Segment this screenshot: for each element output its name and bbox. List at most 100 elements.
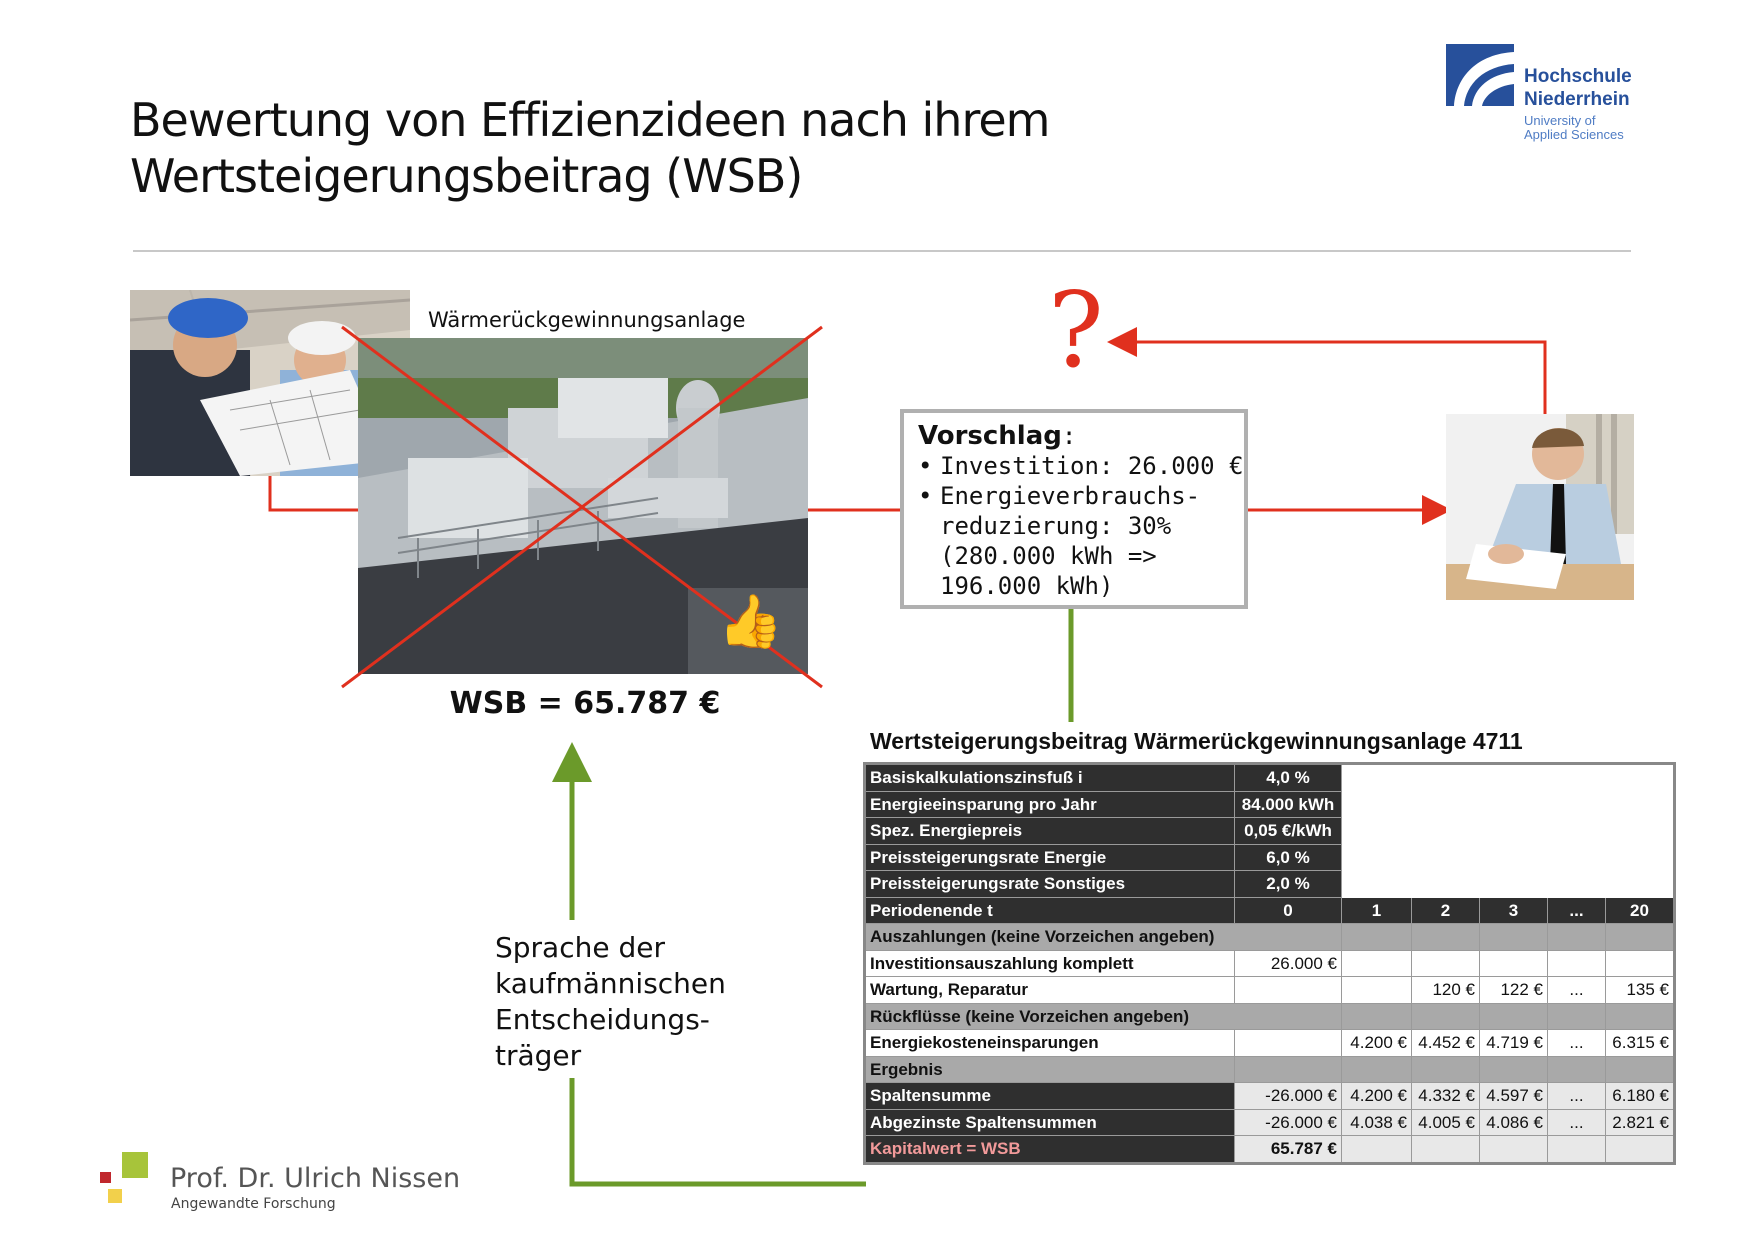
param-label: Basiskalkulationszinsfuß i [864,763,1235,792]
language-note-line3: Entscheidungs- [495,1003,710,1036]
cell-value: 2.821 € [1605,1108,1675,1136]
table-title: Wertsteigerungsbeitrag Wärmerückgewinnun… [870,728,1523,754]
manager-photo [1446,414,1634,600]
cell-value [1234,976,1342,1004]
param-value: 4,0 % [1234,763,1342,792]
cell-value: 6.315 € [1605,1029,1675,1057]
proposal-bullet-investment: Investition: 26.000 € [918,451,1243,481]
table-row: Spaltensumme -26.000 € 4.200 € 4.332 € 4… [864,1082,1675,1110]
red-cross-icon [341,325,823,689]
cell-value: 4.086 € [1479,1108,1548,1136]
cell-value: 120 € [1411,976,1480,1004]
period-label: Periodenende t [864,896,1235,924]
table-row: Wartung, Reparatur 120 € 122 € ... 135 € [864,976,1675,1004]
logo-name-line1: Hochschule [1524,66,1632,87]
cell-value [1341,976,1412,1004]
footer-logo-icon [100,1152,160,1208]
logo-name-line2: Niederrhein [1524,89,1630,110]
cell-value: ... [1547,1108,1606,1136]
cell-value: ... [1547,1082,1606,1110]
table-row: Energiekosteneinsparungen 4.200 € 4.452 … [864,1029,1675,1057]
cell-value: 26.000 € [1234,949,1342,977]
cell-value: 4.005 € [1411,1108,1480,1136]
title-divider [133,250,1631,252]
proposal-line-kwh-from: (280.000 kWh => [940,542,1157,570]
row-label: Investitionsauszahlung komplett [864,949,1235,977]
footer-department: Angewandte Forschung [171,1196,336,1212]
section-row: Rückflüsse (keine Vorzeichen angeben) [864,1002,1675,1030]
row-label: Abgezinste Spaltensummen [864,1108,1235,1136]
cell-value: -26.000 € [1234,1108,1342,1136]
param-label: Preissteigerungsrate Sonstiges [864,870,1235,898]
cell-value: 135 € [1605,976,1675,1004]
param-label: Spez. Energiepreis [864,817,1235,845]
red-connector-left [268,474,358,512]
proposal-heading-colon: : [1061,422,1077,450]
period-header: 0 [1234,896,1342,924]
param-value: 2,0 % [1234,870,1342,898]
language-note-line4: träger [495,1039,582,1072]
param-label: Preissteigerungsrate Energie [864,843,1235,871]
slide-title-line2: Wertsteigerungsbeitrag (WSB) [130,149,803,203]
cell-value [1411,949,1480,977]
cell-value [1234,1029,1342,1057]
table-row-npv: Kapitalwert = WSB 65.787 € [864,1135,1675,1164]
section-label-result: Ergebnis [864,1055,1235,1083]
row-label: Wartung, Reparatur [864,976,1235,1004]
cell-value [1479,949,1548,977]
proposal-line-kwh-to: 196.000 kWh) [940,572,1114,600]
table-row: Investitionsauszahlung komplett 26.000 € [864,949,1675,977]
logo-sub-line2: Applied Sciences [1524,127,1624,142]
period-header: 1 [1341,896,1412,924]
thumbs-up-icon: 👍 [718,593,783,651]
cell-value: ... [1547,976,1606,1004]
proposal-heading: Vorschlag [918,421,1062,451]
cell-value: 4.719 € [1479,1029,1548,1057]
language-note-line1: Sprache der [495,931,665,964]
row-label: Energiekosteneinsparungen [864,1029,1235,1057]
photo-label: Wärmerückgewinnungsanlage [428,308,746,332]
section-label-returns: Rückflüsse (keine Vorzeichen angeben) [864,1002,1342,1030]
cell-value: 4.038 € [1341,1108,1412,1136]
logo-sub-line1: University of [1524,113,1596,128]
cell-value [1341,949,1412,977]
param-value: 84.000 kWh [1234,790,1342,818]
proposal-line-reduction: reduzierung: 30% [940,512,1172,540]
wsb-calculation-table: Basiskalkulationszinsfuß i 4,0 % Energie… [863,762,1676,1165]
footer-author: Prof. Dr. Ulrich Nissen [170,1163,461,1194]
hochschule-logo-icon [1446,44,1514,106]
logo-name: Hochschule Niederrhein [1524,65,1632,111]
section-row: Auszahlungen (keine Vorzeichen angeben) [864,923,1675,951]
npv-label: Kapitalwert = WSB [864,1135,1235,1164]
cell-value: -26.000 € [1234,1082,1342,1110]
table-header-row: Periodenende t 0 1 2 3 ... 20 [864,896,1675,924]
cell-value: 4.200 € [1341,1082,1412,1110]
slide-title: Bewertung von Effizienzideen nach ihrem … [130,92,1130,204]
cell-value [1605,949,1675,977]
cell-value: 122 € [1479,976,1548,1004]
wsb-result: WSB = 65.787 € [449,686,721,721]
language-note: Sprache der kaufmännischen Entscheidungs… [495,930,726,1074]
table-row: Basiskalkulationszinsfuß i 4,0 % [864,763,1675,792]
section-row: Ergebnis [864,1055,1675,1083]
npv-value: 65.787 € [1234,1135,1342,1164]
logo-subtitle: University of Applied Sciences [1524,114,1624,142]
section-label-payouts: Auszahlungen (keine Vorzeichen angeben) [864,923,1342,951]
table-row: Energieeinsparung pro Jahr 84.000 kWh [864,790,1675,818]
question-mark: ? [1048,269,1104,391]
cell-value: ... [1547,1029,1606,1057]
table-row: Preissteigerungsrate Sonstiges 2,0 % [864,870,1675,898]
cell-value [1547,949,1606,977]
period-header: 2 [1411,896,1480,924]
proposal-bullet-energy: Energieverbrauchs- [918,481,1230,511]
period-header: ... [1547,896,1606,924]
red-arrow-to-question [1107,327,1547,414]
green-arrow-to-wsb [569,1078,866,1187]
table-row: Abgezinste Spaltensummen -26.000 € 4.038… [864,1108,1675,1136]
param-value: 6,0 % [1234,843,1342,871]
row-label: Spaltensumme [864,1082,1235,1110]
cell-value: 4.200 € [1341,1029,1412,1057]
param-value: 0,05 €/kWh [1234,817,1342,845]
cell-value: 4.452 € [1411,1029,1480,1057]
